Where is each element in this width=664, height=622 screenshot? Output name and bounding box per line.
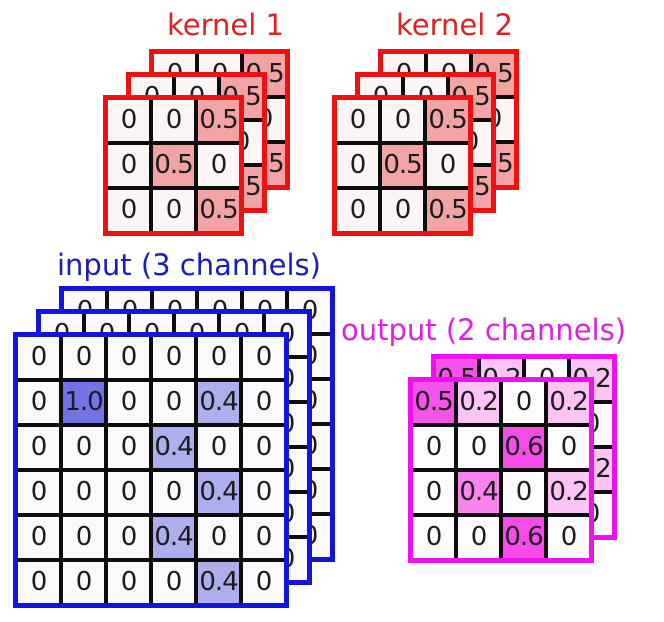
matrix-cell: 0: [18, 382, 59, 423]
matrix-cell: 0.4: [198, 472, 239, 513]
matrix-cell: 0: [198, 145, 239, 186]
matrix-cell: 0: [108, 562, 149, 603]
matrix-cell: 0: [243, 562, 284, 603]
matrix-cell: 0.2: [548, 472, 589, 513]
matrix-cell: 0: [108, 145, 149, 186]
matrix-cell: 0: [503, 382, 544, 423]
matrix-cell: 0: [108, 337, 149, 378]
matrix-cell: 0: [198, 427, 239, 468]
matrix-cell: 0.4: [198, 382, 239, 423]
matrix-cell: 0: [108, 517, 149, 558]
kernel2-stack: 000.500.50000.5000.500.50000.5000.500.50…: [332, 49, 519, 236]
matrix-cell: 0.4: [458, 472, 499, 513]
matrix-cell: 0: [243, 472, 284, 513]
matrix-cell: 0: [198, 337, 239, 378]
kernel2-title: kernel 2: [396, 8, 513, 42]
matrix-cell: 0: [63, 562, 104, 603]
matrix-cell: 0: [413, 472, 454, 513]
matrix-cell: 0.5: [382, 145, 423, 186]
matrix-cell: 0: [108, 472, 149, 513]
matrix-cell: 0: [337, 190, 378, 231]
matrix-cell: 1.0: [63, 382, 104, 423]
output-stack: 0.50.200.2000.6000.400.2000.600.50.200.2…: [408, 354, 617, 563]
matrix-cell: 0: [503, 472, 544, 513]
matrix-cell: 0.4: [153, 517, 194, 558]
matrix-cell: 0: [18, 562, 59, 603]
matrix-cell: 0: [153, 472, 194, 513]
matrix-cell: 0: [153, 562, 194, 603]
matrix-cell: 0.4: [153, 427, 194, 468]
matrix-cell: 0: [63, 427, 104, 468]
matrix-cell: 0.2: [458, 382, 499, 423]
matrix-cell: 0.2: [548, 382, 589, 423]
kernel1-title: kernel 1: [167, 8, 284, 42]
matrix-cell: 0: [18, 427, 59, 468]
matrix-cell: 0: [243, 382, 284, 423]
matrix-cell: 0: [458, 517, 499, 558]
matrix-cell: 0: [458, 427, 499, 468]
matrix-cell: 0: [108, 190, 149, 231]
matrix-cell: 0: [153, 337, 194, 378]
matrix-cell: 0: [427, 145, 468, 186]
matrix-cell: 0.5: [153, 145, 194, 186]
matrix-cell: 0: [63, 517, 104, 558]
matrix-cell: 0: [198, 517, 239, 558]
matrix-cell: 0: [108, 427, 149, 468]
matrix-cell: 0.5: [198, 100, 239, 141]
matrix-cell: 0.6: [503, 517, 544, 558]
matrix-cell: 0: [548, 517, 589, 558]
matrix-cell: 0: [63, 337, 104, 378]
matrix-cell: 0.4: [198, 562, 239, 603]
matrix-cell: 0: [153, 190, 194, 231]
matrix-cell: 0: [413, 517, 454, 558]
output-title: output (2 channels): [341, 313, 627, 347]
matrix-cell: 0.5: [198, 190, 239, 231]
input-title: input (3 channels): [57, 248, 321, 282]
matrix-cell: 0.5: [427, 190, 468, 231]
matrix-cell: 0: [413, 427, 454, 468]
matrix-cell: 0: [153, 382, 194, 423]
matrix-cell: 0: [337, 100, 378, 141]
matrix-cell: 0: [382, 100, 423, 141]
matrix-cell: 0: [18, 472, 59, 513]
matrix-cell: 0.6: [503, 427, 544, 468]
matrix-cell: 0: [243, 517, 284, 558]
matrix-cell: 0: [108, 382, 149, 423]
matrix-cell: 0: [243, 427, 284, 468]
matrix-cell: 0.5: [413, 382, 454, 423]
matrix-cell: 0: [108, 100, 149, 141]
kernel1-stack: 000.500.50000.5000.500.50000.5000.500.50…: [103, 49, 290, 236]
matrix-cell: 0: [337, 145, 378, 186]
matrix-cell: 0: [382, 190, 423, 231]
matrix-cell: 0: [18, 337, 59, 378]
matrix-cell: 0: [243, 337, 284, 378]
matrix-cell: 0: [153, 100, 194, 141]
matrix-cell: 0: [18, 517, 59, 558]
matrix-cell: 0.5: [427, 100, 468, 141]
matrix-cell: 0: [548, 427, 589, 468]
matrix-cell: 0: [63, 472, 104, 513]
